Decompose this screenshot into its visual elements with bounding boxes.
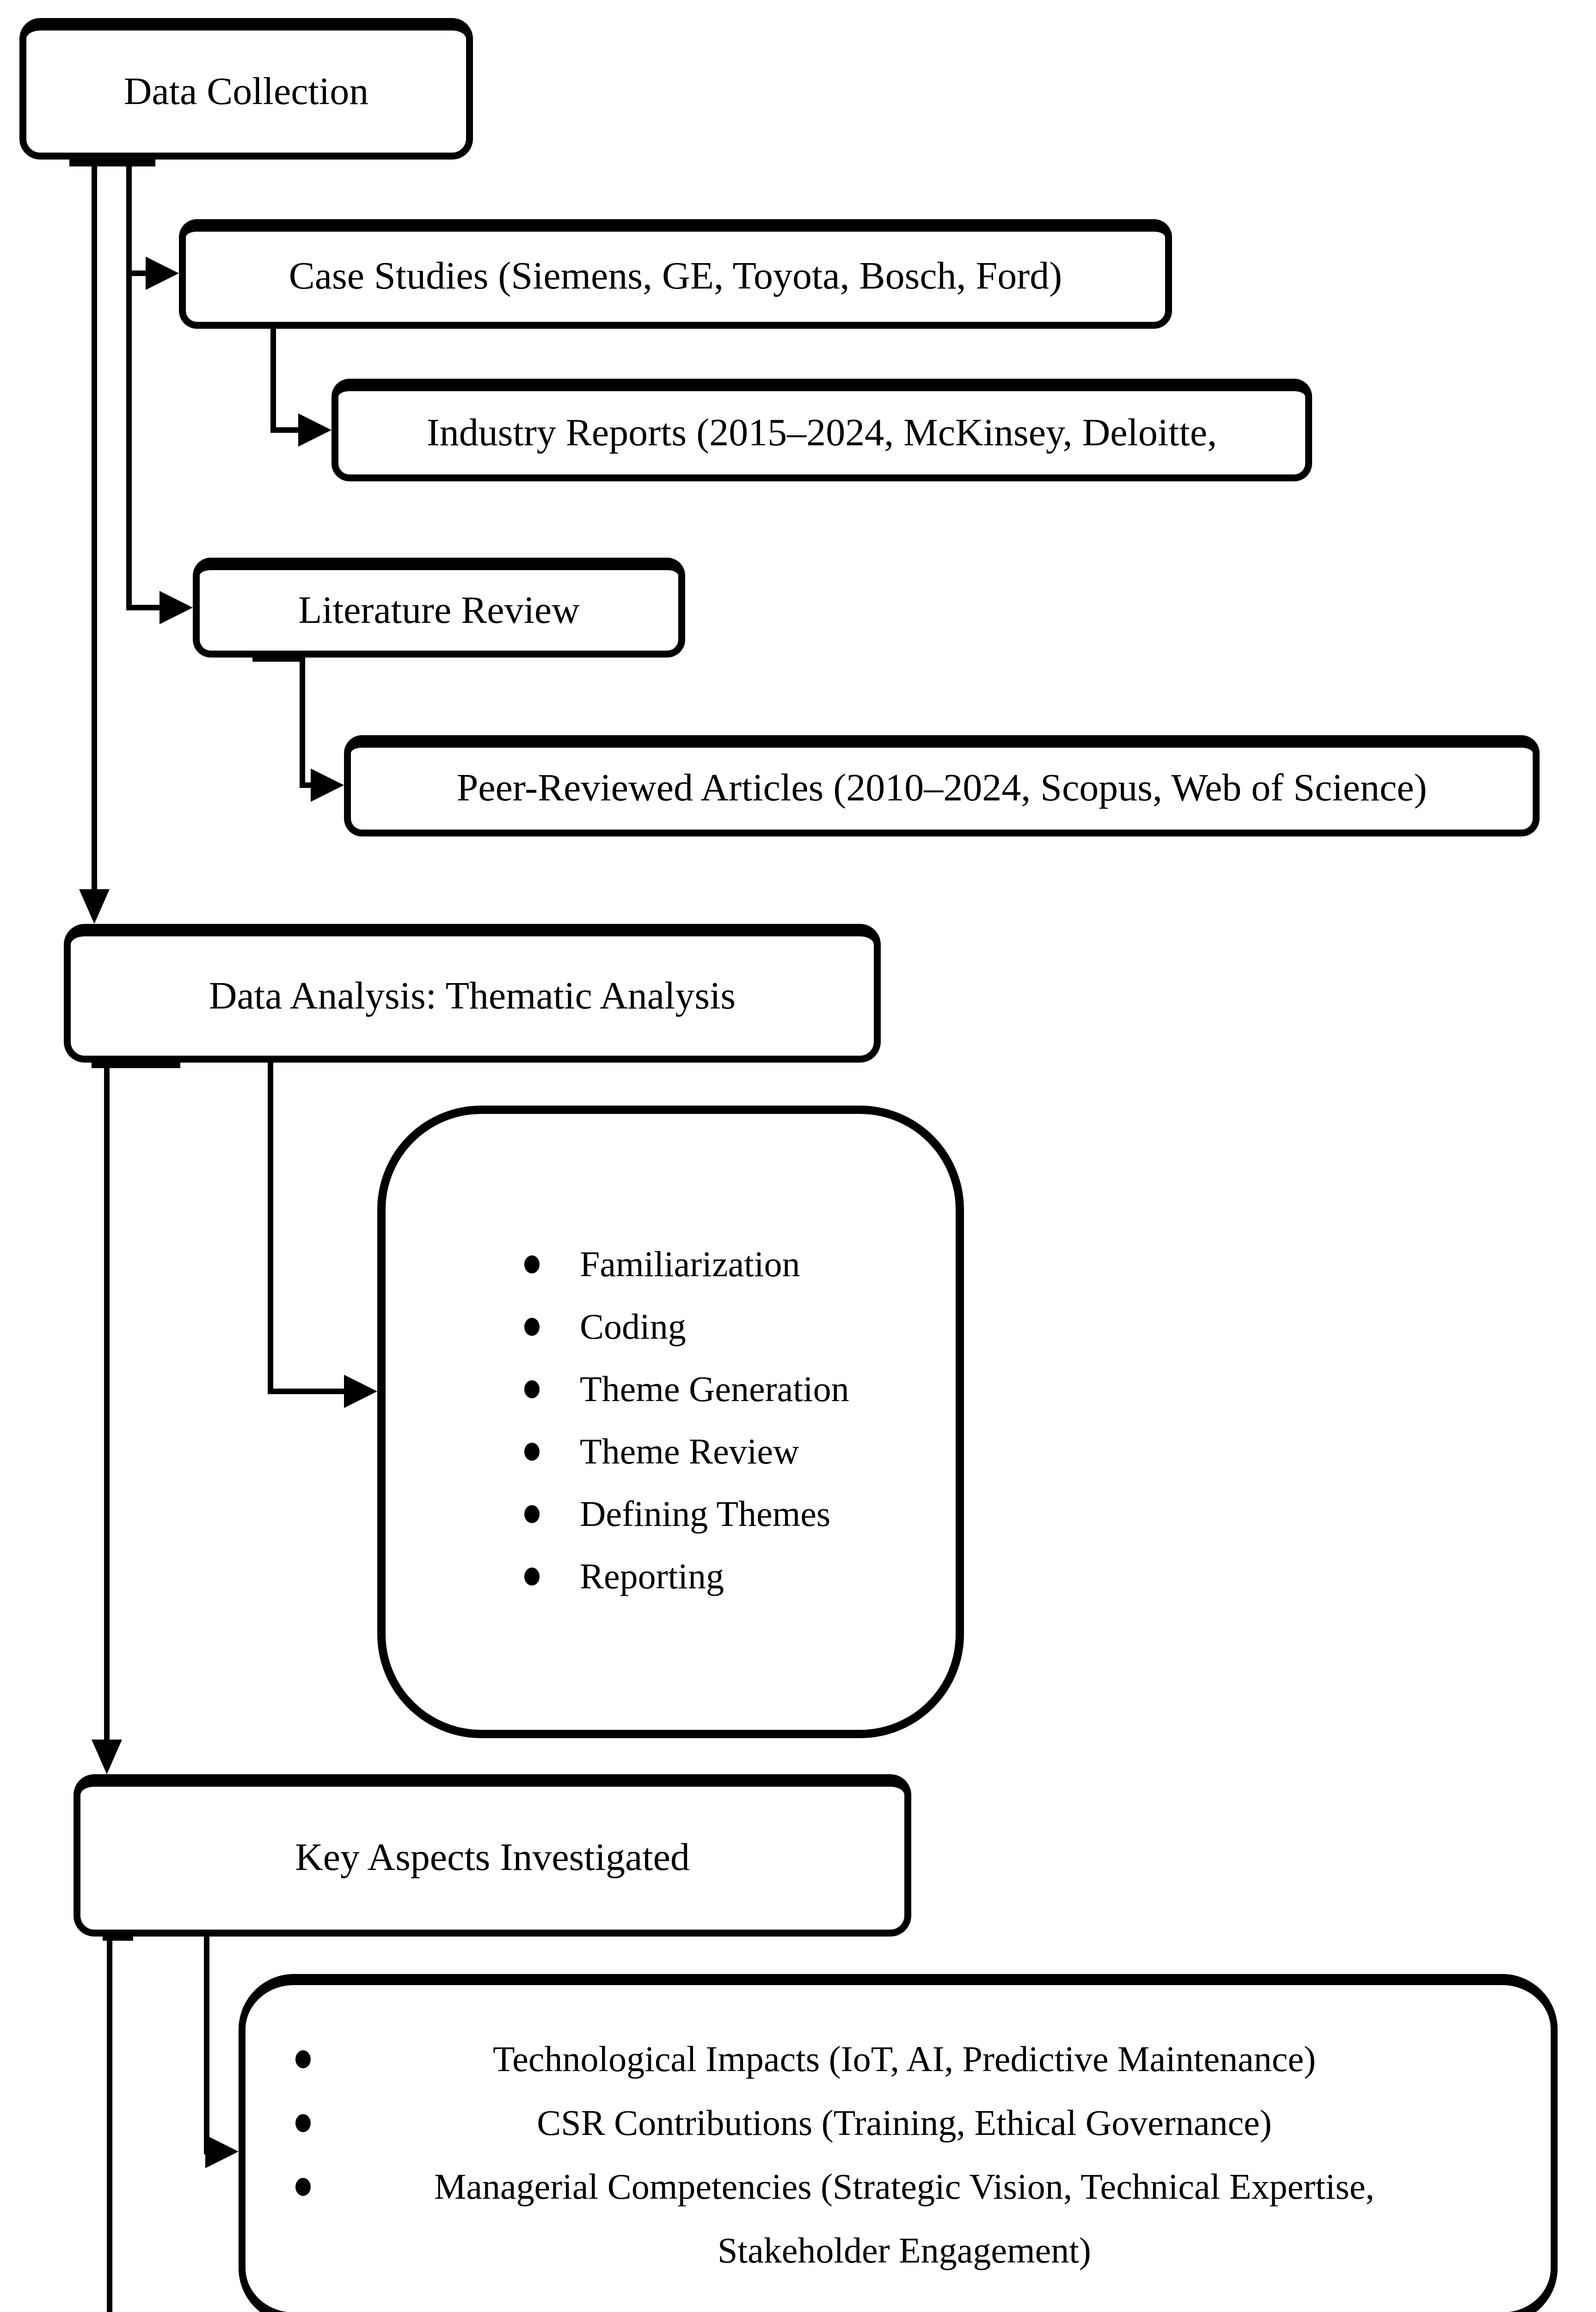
bullet-icon xyxy=(295,2114,311,2132)
thematic-steps-list: Familiarization Coding Theme Generation … xyxy=(524,1233,942,1608)
key-aspect-items-box: Technological Impacts (IoT, AI, Predicti… xyxy=(239,1974,1558,2312)
thematic-step-label: Theme Review xyxy=(580,1432,799,1472)
data-analysis-node: Data Analysis: Thematic Analysis xyxy=(64,924,881,1063)
industry-reports-node: Industry Reports (2015–2024, McKinsey, D… xyxy=(331,379,1312,481)
literature-review-node: Literature Review xyxy=(193,558,685,658)
list-item: Reporting xyxy=(524,1545,942,1608)
arrowhead-right-industry-reports xyxy=(298,413,331,447)
connector-to-thematic-v xyxy=(268,1057,273,1394)
list-item: Managerial Competencies (Strategic Visio… xyxy=(295,2156,1537,2283)
bullet-icon xyxy=(524,1380,540,1398)
list-item: CSR Contributions (Training, Ethical Gov… xyxy=(295,2092,1537,2156)
connector-to-thematic-h xyxy=(268,1389,347,1394)
connector-to-case-studies xyxy=(126,271,148,276)
list-item: Familiarization xyxy=(524,1233,942,1296)
case-studies-node: Case Studies (Siemens, GE, Toyota, Bosch… xyxy=(179,219,1172,329)
industry-reports-label: Industry Reports (2015–2024, McKinsey, D… xyxy=(426,411,1217,455)
key-aspects-node: Key Aspects Investigated xyxy=(74,1774,911,1937)
list-item: Technological Impacts (IoT, AI, Predicti… xyxy=(295,2028,1537,2092)
thematic-step-label: Defining Themes xyxy=(580,1494,831,1534)
peer-reviewed-node: Peer-Reviewed Articles (2010–2024, Scopu… xyxy=(344,735,1540,836)
key-aspects-label: Key Aspects Investigated xyxy=(295,1837,690,1880)
arrowhead-down-data-analysis xyxy=(79,889,110,924)
arrowhead-right-literature-review xyxy=(160,591,193,624)
thematic-step-label: Theme Generation xyxy=(580,1369,849,1409)
connector-case-to-industry-v xyxy=(270,323,276,433)
key-aspect-item-label: Managerial Competencies (Strategic Visio… xyxy=(434,2167,1375,2271)
data-collection-node: Data Collection xyxy=(19,18,473,160)
arrowhead-right-thematic-box xyxy=(344,1375,377,1408)
bullet-icon xyxy=(524,1505,540,1523)
connector-spine-2 xyxy=(104,1057,110,1740)
data-analysis-label: Data Analysis: Thematic Analysis xyxy=(209,974,736,1018)
connector-spine-3 xyxy=(107,1931,112,2312)
thematic-step-label: Familiarization xyxy=(580,1244,800,1285)
connector-spine-1 xyxy=(92,157,97,892)
connector-lit-to-peer-h xyxy=(300,782,313,788)
arrowhead-right-peer-reviewed xyxy=(311,769,344,802)
bullet-icon xyxy=(295,2178,311,2196)
arrowhead-right-case-studies xyxy=(146,257,179,290)
bullet-icon xyxy=(524,1255,540,1273)
arrowhead-down-key-aspects xyxy=(92,1740,122,1774)
peer-reviewed-label: Peer-Reviewed Articles (2010–2024, Scopu… xyxy=(456,767,1427,810)
connector-lit-to-peer-v xyxy=(300,652,305,788)
connector-to-literature-review xyxy=(126,605,162,610)
data-collection-label: Data Collection xyxy=(123,70,369,113)
bullet-icon xyxy=(295,2050,311,2068)
key-aspect-items-list: Technological Impacts (IoT, AI, Predicti… xyxy=(295,2028,1537,2283)
thematic-steps-box: Familiarization Coding Theme Generation … xyxy=(377,1106,964,1738)
thematic-step-label: Reporting xyxy=(580,1556,724,1597)
connector-case-to-industry-h xyxy=(270,427,301,433)
key-aspect-item-label: CSR Contributions (Training, Ethical Gov… xyxy=(537,2103,1272,2143)
key-aspect-item-label: Technological Impacts (IoT, AI, Predicti… xyxy=(493,2039,1316,2079)
literature-review-label: Literature Review xyxy=(298,589,580,632)
arrowhead-right-key-items-box xyxy=(205,2135,239,2168)
list-item: Theme Review xyxy=(524,1420,942,1483)
list-item: Theme Generation xyxy=(524,1358,942,1420)
bullet-icon xyxy=(524,1568,540,1586)
thematic-step-label: Coding xyxy=(580,1307,686,1347)
connector-branch-1 xyxy=(126,157,132,610)
list-item: Defining Themes xyxy=(524,1483,942,1545)
bullet-icon xyxy=(524,1318,540,1336)
bullet-icon xyxy=(524,1443,540,1461)
connector-to-key-items-v xyxy=(204,1931,209,2154)
case-studies-label: Case Studies (Siemens, GE, Toyota, Bosch… xyxy=(289,255,1062,298)
list-item: Coding xyxy=(524,1296,942,1358)
